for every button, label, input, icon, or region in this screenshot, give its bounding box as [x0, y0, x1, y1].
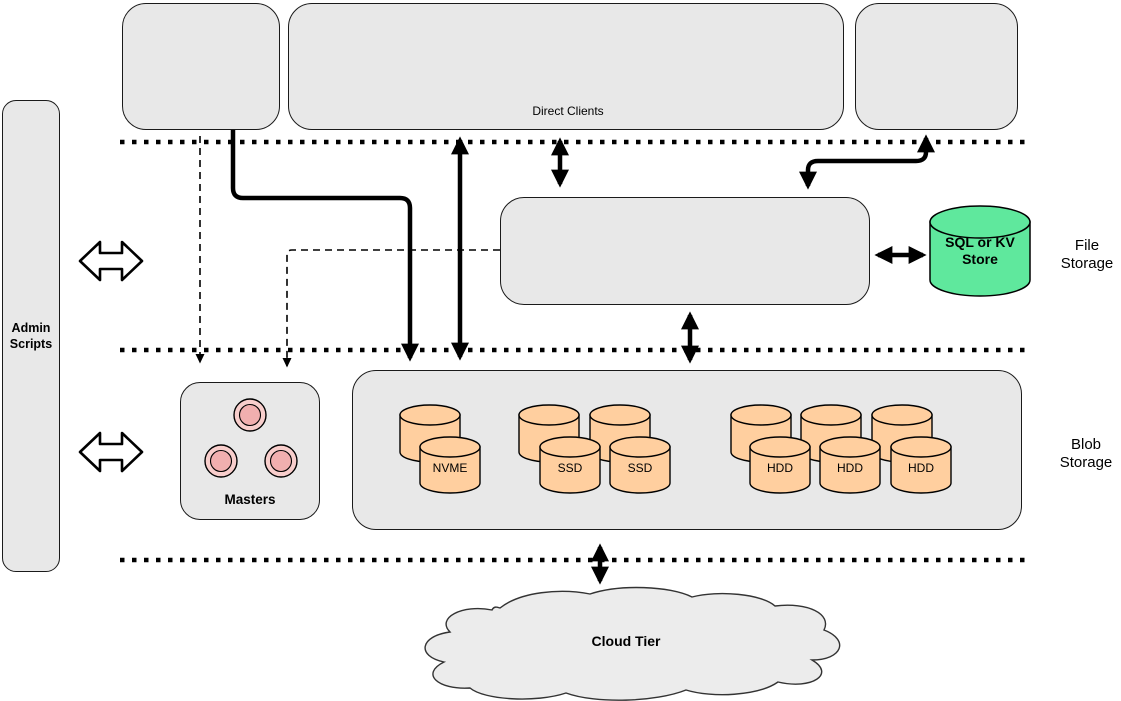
cloud-tier-label: Cloud Tier — [591, 633, 661, 649]
admin-blob-tier-double-arrow-icon — [78, 431, 144, 473]
volume-servers-group — [352, 370, 1022, 530]
file-storage-section-label: File Storage — [1060, 237, 1114, 272]
direct-clients-group — [288, 3, 844, 130]
admin-scripts-label: Admin Scripts — [9, 321, 53, 351]
arrow-filer-to-masters-dashed — [282, 249, 500, 368]
filer-cluster-group — [500, 197, 870, 305]
nvme-label: NVME — [432, 461, 468, 475]
arrow-blobrest-to-volumes — [230, 130, 419, 362]
ssd-label-1: SSD — [557, 461, 583, 475]
kv-store-label: SQL or KV Store — [945, 234, 1015, 267]
admin-file-tier-double-arrow-icon — [78, 240, 144, 282]
masters-label: Masters — [224, 492, 276, 507]
direct-clients-label: Direct Clients — [532, 104, 604, 118]
hdd-label-1: HDD — [767, 461, 793, 475]
admin-scripts-box: Admin Scripts — [2, 100, 60, 572]
blob-storage-section-label: Blob Storage — [1059, 436, 1113, 471]
filer-rest-group — [855, 3, 1018, 130]
ssd-label-2: SSD — [627, 461, 653, 475]
blob-rest-group — [122, 3, 280, 130]
hdd-label-2: HDD — [837, 461, 863, 475]
arrow-filerrest-to-filers — [799, 134, 935, 190]
hdd-label-3: HDD — [908, 461, 934, 475]
